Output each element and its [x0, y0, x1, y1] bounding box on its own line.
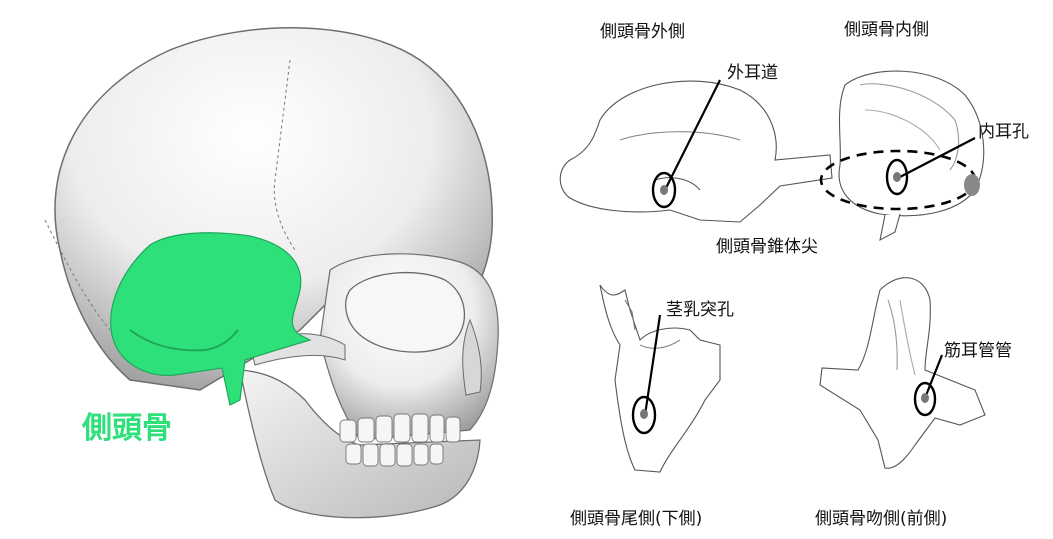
panel-lateral-drawing — [560, 80, 832, 222]
petrous-apex-label: 側頭骨錐体尖 — [716, 237, 818, 257]
panel-anterior-drawing — [820, 278, 985, 469]
external-auditory-canal-label: 外耳道 — [727, 63, 778, 83]
lateral-title: 側頭骨外側 — [600, 22, 685, 42]
inferior-title: 側頭骨尾側(下側) — [570, 509, 702, 529]
teeth — [340, 414, 460, 466]
stylomastoid-foramen-label: 茎乳突孔 — [666, 300, 734, 320]
anterior-title: 側頭骨吻側(前側) — [815, 509, 947, 529]
internal-auditory-meatus-label: 内耳孔 — [978, 122, 1029, 142]
temporal-bone-label: 側頭骨 — [82, 412, 172, 446]
musculotubal-canal-label: 筋耳管管 — [944, 341, 1012, 361]
medial-title: 側頭骨内側 — [844, 20, 929, 40]
panel-medial-drawing — [821, 71, 984, 240]
